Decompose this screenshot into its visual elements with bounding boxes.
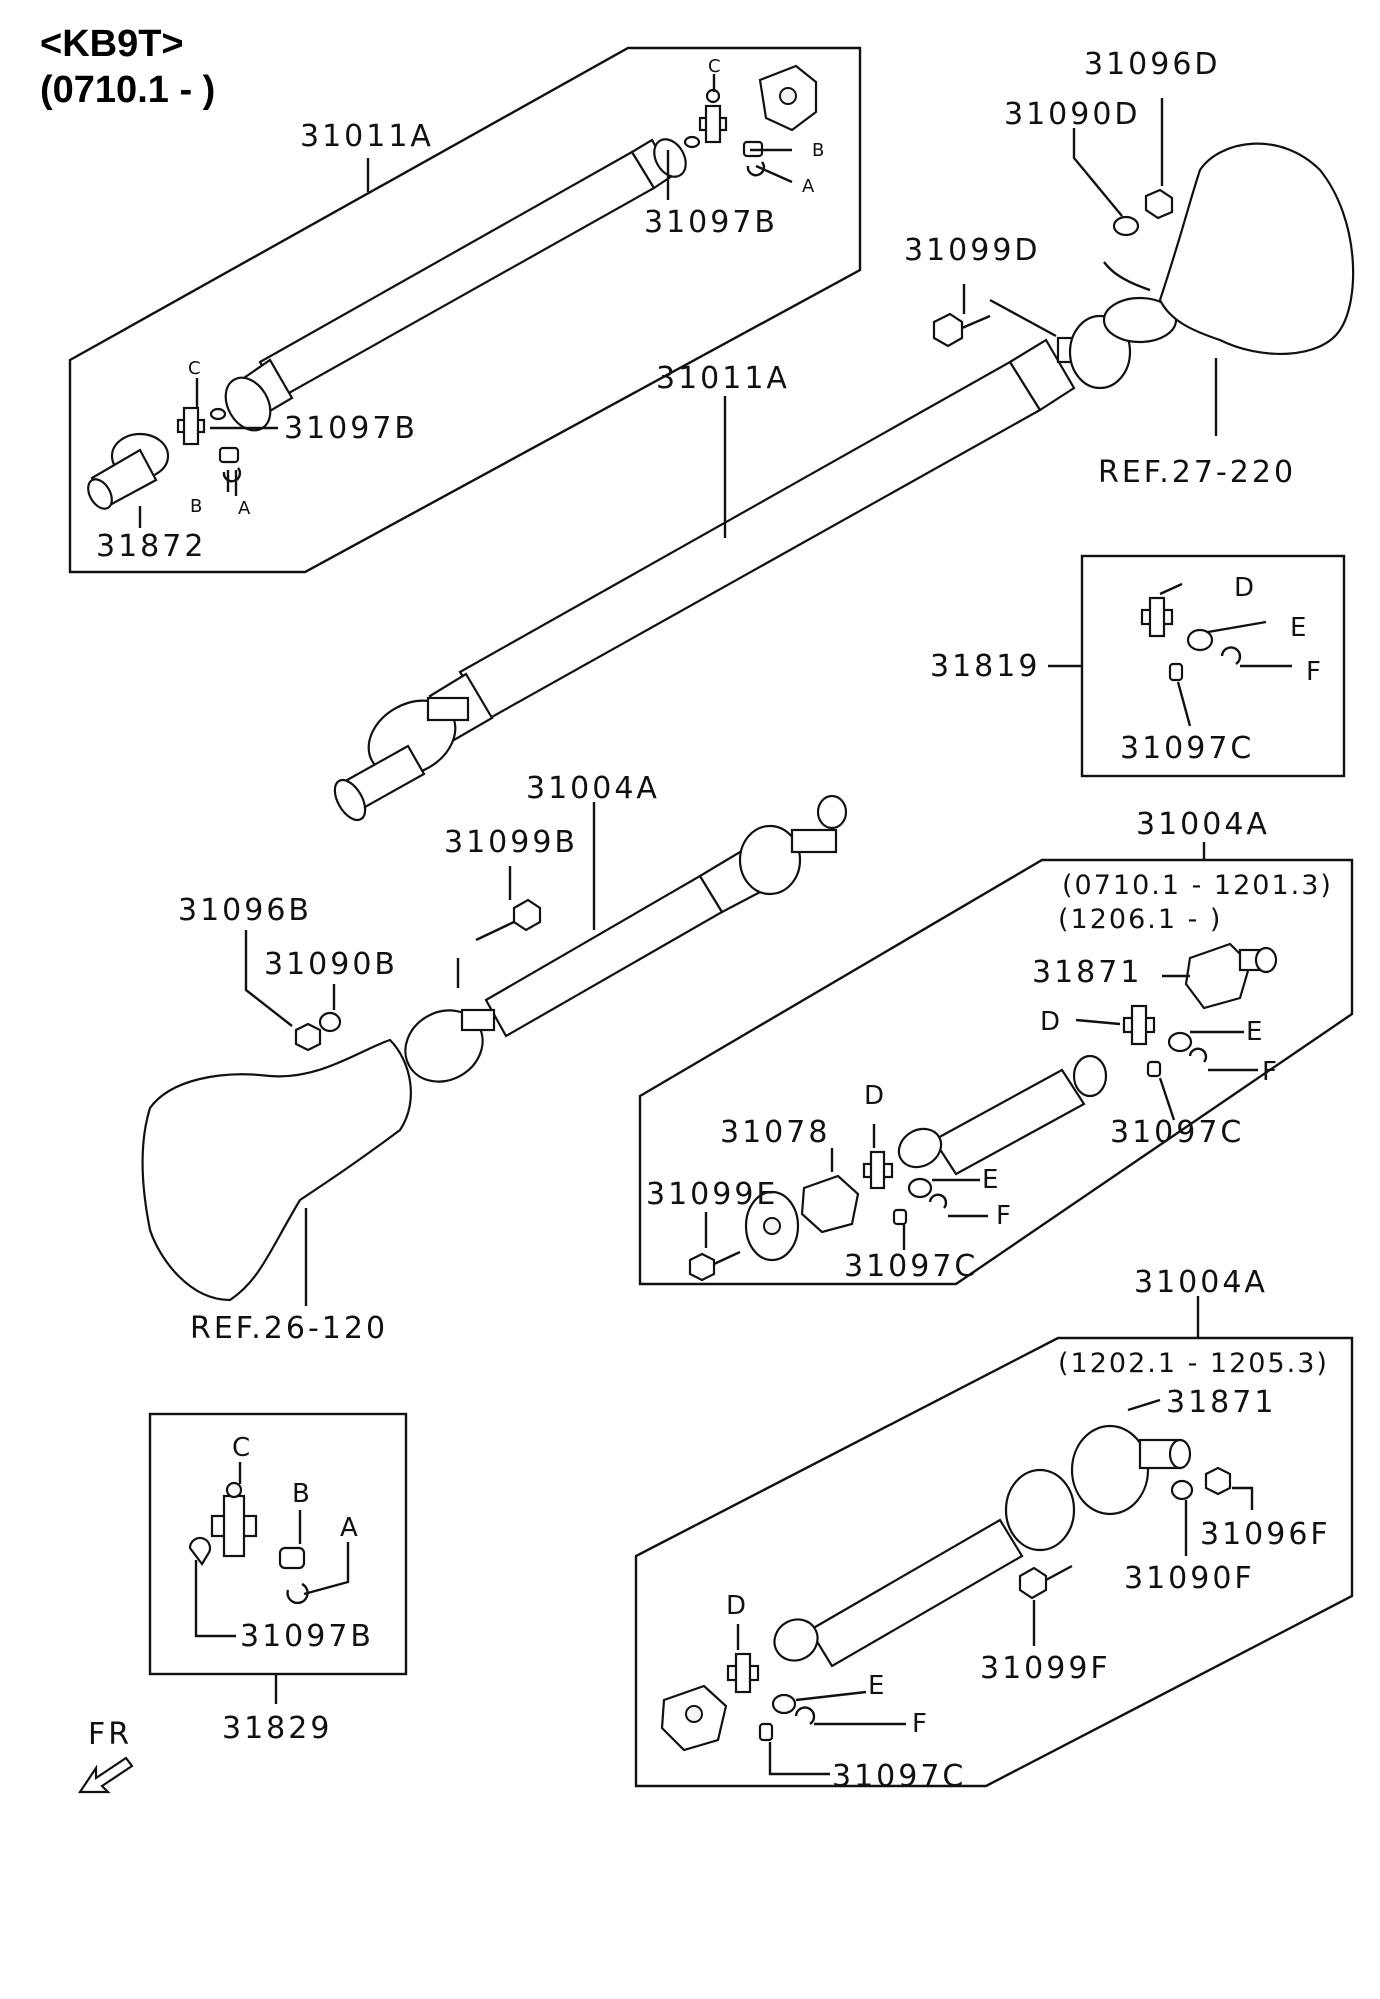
joint-kit-31829-frame	[148, 1412, 408, 1676]
label-31090B: 31090B	[264, 947, 398, 982]
joint-parts-b	[726, 1652, 816, 1742]
label-31871-a: 31871	[1032, 955, 1142, 990]
upper-assembly-frame	[68, 46, 862, 574]
label-ref-27-220: REF.27-220	[1098, 455, 1296, 490]
label-31097C-a1: 31097C	[1110, 1115, 1244, 1150]
transmission-outline	[141, 1038, 412, 1302]
nut-31096F	[1204, 1466, 1232, 1496]
label-31097B-box: 31097B	[240, 1619, 374, 1654]
front-universal-joint	[404, 1008, 496, 1083]
label-31871-b: 31871	[1166, 1385, 1276, 1420]
upper-universal-joint-bottom	[176, 406, 242, 483]
letter-B-31829: B	[292, 1479, 310, 1509]
label-31090D: 31090D	[1004, 97, 1141, 132]
letter-E-b: E	[868, 1671, 884, 1701]
label-31097B-top: 31097B	[644, 205, 778, 240]
letter-A-31829: A	[340, 1513, 358, 1543]
joint-parts-a-upper	[1122, 1004, 1208, 1078]
label-ref-26-120: REF.26-120	[190, 1311, 388, 1346]
letter-B-upper-bottom: B	[190, 496, 202, 517]
bolt-31099B	[475, 898, 542, 942]
letter-D-a-lower: D	[864, 1081, 884, 1111]
joint-kit-31829	[188, 1481, 309, 1605]
letter-C-upper-top: C	[708, 56, 721, 77]
upper-universal-joint-top	[683, 64, 818, 177]
washer-31090D	[1112, 215, 1140, 237]
label-31097C-box: 31097C	[1120, 731, 1254, 766]
model-range: (0710.1 - )	[40, 69, 215, 111]
range-a-line1: (0710.1 - 1201.3)	[1062, 870, 1333, 901]
letter-F-b: F	[912, 1709, 927, 1739]
label-31819: 31819	[930, 649, 1040, 684]
joint-parts-a-lower	[862, 1150, 948, 1226]
variant-a-frame	[638, 858, 1354, 1286]
letter-E-a-lower: E	[982, 1165, 998, 1195]
slip-yoke-31872	[87, 432, 170, 510]
model-code: <KB9T>	[40, 23, 184, 65]
label-31097C-b: 31097C	[832, 1759, 966, 1794]
label-31004A-a: 31004A	[1136, 807, 1270, 842]
letter-F-a-upper: F	[1262, 1057, 1277, 1087]
label-31096B: 31096B	[178, 893, 312, 928]
front-direction-arrow-icon	[77, 1756, 134, 1794]
letter-E-box: E	[1290, 613, 1306, 643]
front-shaft-tube	[484, 794, 848, 1038]
washer-31090F	[1170, 1479, 1194, 1501]
letter-D-b: D	[726, 1591, 746, 1621]
label-31099E: 31099E	[646, 1177, 778, 1212]
letter-A-upper-top: A	[802, 176, 815, 197]
label-31096F: 31096F	[1200, 1517, 1331, 1552]
label-31004A-b: 31004A	[1134, 1265, 1268, 1300]
label-31097C-a2: 31097C	[844, 1249, 978, 1284]
letter-F-a-lower: F	[996, 1201, 1011, 1231]
label-31011A-upper: 31011A	[300, 119, 434, 154]
front-direction-label: FR	[88, 1717, 132, 1752]
letter-D-box: D	[1234, 573, 1254, 603]
label-31097B-mid: 31097B	[284, 411, 418, 446]
letter-A-upper-bottom: A	[238, 498, 251, 519]
joint-kit-31819	[1140, 596, 1242, 682]
label-31099D: 31099D	[904, 233, 1041, 268]
rear-universal-joint-rear	[1056, 296, 1178, 390]
washer-31090B	[318, 1011, 342, 1033]
variant-a-shaft	[897, 1054, 1108, 1176]
variant-b-shaft	[773, 1518, 1024, 1668]
label-31099F: 31099F	[980, 1651, 1111, 1686]
label-31829: 31829	[222, 1711, 332, 1746]
upper-shaft-tube	[224, 138, 687, 432]
letter-C-31829: C	[232, 1433, 250, 1463]
label-31004A-main: 31004A	[526, 771, 660, 806]
nut-31096B	[294, 1022, 322, 1052]
label-31096D: 31096D	[1084, 47, 1221, 82]
letter-B-upper-top: B	[812, 140, 824, 161]
variant-b-frame	[634, 1336, 1354, 1788]
bolt-31099F	[1018, 1564, 1073, 1600]
label-31078: 31078	[720, 1115, 830, 1150]
label-31011A-main: 31011A	[656, 361, 790, 396]
flange-31078	[744, 1174, 860, 1262]
label-31090F: 31090F	[1124, 1561, 1255, 1596]
nut-31096D	[1144, 188, 1174, 220]
rear-universal-joint-front	[333, 696, 470, 822]
yoke-31871-b	[1004, 1424, 1192, 1552]
letter-C-upper-bottom: C	[188, 358, 201, 379]
letter-F-box: F	[1306, 657, 1321, 687]
yoke-31871-a	[1184, 942, 1278, 1010]
flange-b	[660, 1684, 728, 1752]
label-31872: 31872	[96, 529, 206, 564]
rear-differential-outline	[1103, 142, 1355, 355]
bolt-31099E	[688, 1250, 741, 1282]
range-b: (1202.1 - 1205.3)	[1058, 1348, 1329, 1379]
letter-D-a-upper: D	[1040, 1007, 1060, 1037]
letter-E-a-upper: E	[1246, 1017, 1262, 1047]
range-a-line2: (1206.1 - )	[1058, 904, 1222, 935]
label-31099B: 31099B	[444, 825, 578, 860]
bolt-31099D	[932, 312, 991, 348]
